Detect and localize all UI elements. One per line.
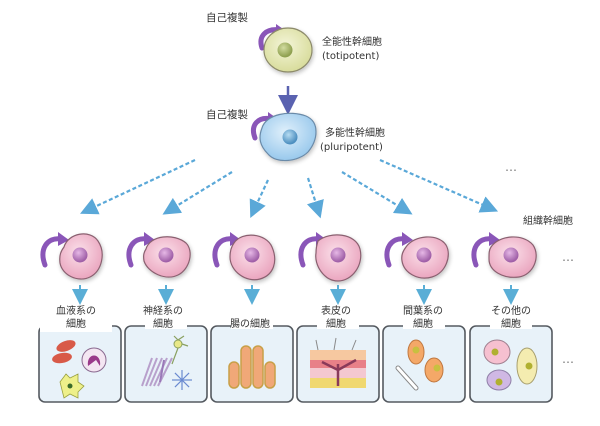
cell-box (382, 325, 466, 403)
branch-label-nerve-2: 細胞 (153, 319, 173, 330)
branch-label-nerve: 神経系の (143, 306, 183, 317)
pluripotent-name: 多能性幹細胞 (325, 128, 385, 139)
tissue-stem-cell (384, 232, 449, 305)
branch-label-other: その他の (491, 306, 531, 317)
label-gap (490, 323, 532, 329)
branch-label-blood: 血液系の (56, 306, 96, 317)
self-renewal-arrowhead (230, 232, 241, 246)
label-gap (317, 323, 359, 329)
more-ellipsis: … (505, 160, 518, 174)
nucleus (277, 42, 293, 58)
skin-cells-box (296, 323, 380, 403)
branch-label-skin-2: 細胞 (326, 319, 346, 330)
cell-box (38, 325, 122, 403)
self-renewal-arrowhead (489, 232, 500, 246)
self-renewal-arrow-icon (471, 236, 495, 268)
self-renewal-label: 自己複製 (206, 109, 248, 121)
pluripotent-cell (251, 112, 317, 162)
blood-cells-icon (52, 340, 107, 399)
branch-label-mesenchymal-2: 細胞 (413, 319, 433, 330)
branch-label-blood-2: 細胞 (40, 318, 112, 332)
more-ellipsis: … (562, 352, 575, 366)
more-ellipsis: … (562, 250, 575, 264)
nerve-cells-icon (141, 335, 192, 390)
tissue-stem-cell (471, 232, 537, 305)
self-renewal-arrow-icon (384, 236, 408, 268)
mesenchymal-cells-box (382, 323, 466, 403)
pluripotent-name-en: (pluripotent) (320, 142, 383, 153)
label-gap (231, 323, 273, 329)
cell-box (469, 325, 553, 403)
blood-cells-box (38, 323, 122, 403)
nucleus (416, 247, 432, 263)
self-renewal-label: 自己複製 (206, 12, 248, 24)
other-cells-box (469, 323, 553, 403)
tissue-stem-cells (40, 232, 537, 305)
tissue-stem-cell (126, 232, 191, 305)
nucleus (330, 247, 346, 263)
self-renewal-arrow-icon (40, 236, 64, 268)
nucleus (72, 247, 88, 263)
nerve-cells-box (124, 323, 208, 403)
tissue-stem-cell (298, 232, 362, 305)
intestine-cells-icon (228, 345, 276, 389)
self-renewal-arrow-icon (212, 236, 236, 268)
branch-label-other-2: 細胞 (501, 319, 521, 330)
totipotent-name: 全能性幹細胞 (322, 37, 382, 48)
nucleus (244, 247, 260, 263)
branch-label-intestine: 腸の細胞 (230, 319, 270, 330)
self-renewal-arrowhead (144, 232, 155, 246)
label-gap (403, 323, 445, 329)
nucleus (158, 247, 174, 263)
self-renewal-arrow-icon (298, 236, 322, 268)
tissue-stem-cell (212, 232, 276, 305)
differentiated-cell-boxes (38, 323, 553, 403)
nucleus (503, 247, 519, 263)
cell-box (210, 325, 294, 403)
intestine-cells-box (210, 323, 294, 403)
self-renewal-arrow-icon (126, 236, 150, 268)
branch-label-skin: 表皮の (321, 306, 351, 317)
branch-arrows (80, 158, 499, 219)
self-renewal-arrowhead (58, 232, 69, 246)
self-renewal-arrowhead (402, 232, 413, 246)
totipotent-cell (258, 24, 313, 73)
nucleus (282, 129, 298, 145)
cell-box (124, 325, 208, 403)
tissue-stem-cell (40, 232, 103, 305)
branch-label-mesenchymal: 間葉系の (403, 306, 443, 317)
skin-cells-icon (310, 337, 366, 388)
label-gap (145, 323, 187, 329)
other-cells-icon (483, 339, 538, 391)
mesenchymal-cells-icon (395, 339, 444, 391)
totipotent-name-en: (totipotent) (322, 51, 380, 62)
tissue-stem-cell-label: 組織幹細胞 (523, 216, 573, 227)
